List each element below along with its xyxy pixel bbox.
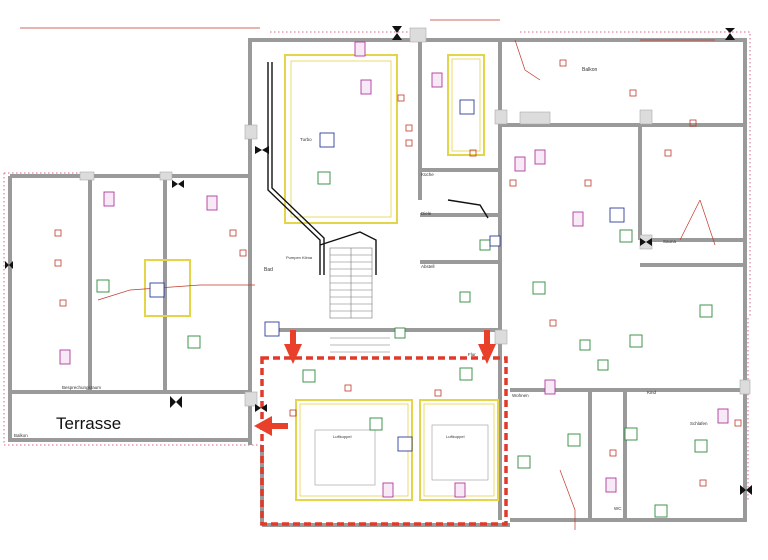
device-marks: [54, 59, 742, 487]
besprechung-label: Besprechungsraum: [62, 385, 101, 390]
terrasse-label: Terrasse: [56, 414, 121, 433]
arrow-down-left: [284, 330, 302, 364]
kuche-label: Küche: [421, 172, 434, 177]
balkon-left-label: Balkon: [14, 433, 28, 438]
staircase: [329, 247, 390, 353]
ceiling-panels: [314, 424, 489, 486]
diele-label: Diele: [421, 211, 432, 216]
arrow-down-right: [478, 330, 496, 364]
purple-symbols: [59, 41, 729, 498]
highlight-area: [260, 356, 508, 526]
bad-label: Bad: [264, 267, 273, 273]
pumpen-label: Pumpen Klima: [286, 255, 313, 260]
electrical-lines: [20, 19, 716, 530]
wc-label: WC: [614, 506, 622, 511]
schlafen-label: Schlafen: [690, 421, 708, 426]
balcony-outlines: [3, 31, 751, 500]
window-markers: [5, 26, 752, 495]
sauna-label: Sauna: [663, 239, 677, 244]
kind-label: Kind: [647, 390, 657, 395]
arrow-left: [254, 416, 288, 436]
cable-routing: [267, 62, 489, 275]
green-symbols: [96, 171, 713, 518]
luftkuppel-1-label: Luftkuppel: [333, 434, 352, 439]
abstell-label: Abstell: [421, 264, 435, 269]
blue-symbols: [149, 99, 625, 452]
turbo-label: Turbo: [300, 137, 312, 142]
columns: [79, 27, 751, 407]
balkon-top-label: Balkon: [582, 67, 598, 73]
flur-label: Flur: [468, 352, 476, 357]
wohnen-label: Wohnen: [512, 393, 529, 398]
luftkuppel-2-label: Luftkuppel: [446, 434, 465, 439]
walls: [8, 38, 747, 527]
